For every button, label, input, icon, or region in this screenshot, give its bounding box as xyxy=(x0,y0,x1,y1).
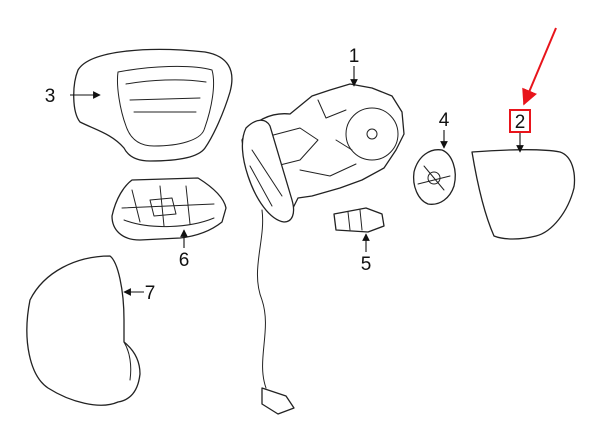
callout-label-7: 7 xyxy=(145,283,156,304)
callout-label-1: 1 xyxy=(349,46,360,67)
callout-label-4: 4 xyxy=(439,110,450,131)
highlight-callout-2 xyxy=(509,27,557,133)
part-2-mirror-glass xyxy=(471,149,576,240)
mirror-mount-base xyxy=(241,119,295,415)
callout-label-6: 6 xyxy=(179,250,190,271)
highlight-arrow xyxy=(522,27,557,106)
callout-label-5: 5 xyxy=(361,254,372,275)
highlight-box xyxy=(509,109,531,133)
callout-label-3: 3 xyxy=(45,86,56,107)
part-7-outer-cover xyxy=(26,255,141,406)
part-3-mirror-cover xyxy=(73,48,233,162)
part-5-bulb xyxy=(333,207,385,233)
callout-label-2: 2 xyxy=(515,112,526,133)
part-6-lower-trim xyxy=(111,177,227,241)
part-4-actuator xyxy=(412,149,456,205)
callout-labels: 3 1 4 2 6 5 7 xyxy=(45,46,526,304)
leader-lines xyxy=(70,66,524,296)
